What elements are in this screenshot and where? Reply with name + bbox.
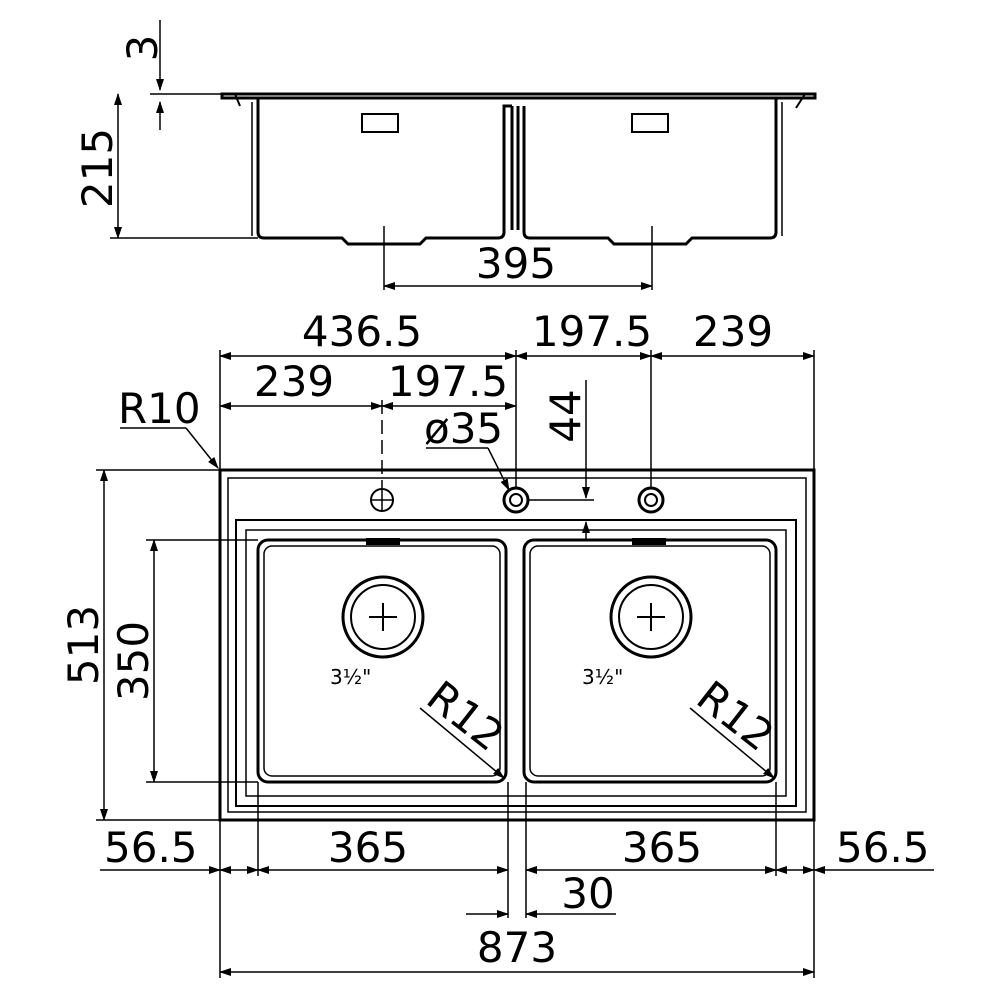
left-bowl-section [256,98,512,246]
deck-rim [220,92,817,100]
dim-mid-tap-pitch: 197.5 [388,357,508,406]
right-waste [609,575,693,659]
dim-lip-thickness: 3 [118,35,167,62]
right-overflow [632,538,666,545]
dim-bowl-radius-right: R12 [688,671,783,760]
dim-overall-width: 873 [477,923,557,972]
dim-right-tap-offset: 239 [693,307,773,356]
dim-divider-width: 30 [561,869,614,918]
plan-view: 3½" 3½" [218,468,816,918]
divider-section [510,106,520,230]
plan-dimensions: 436.5 197.5 239 239 197.5 R10 ø35 44 513… [59,307,934,978]
left-overflow-slot [361,113,399,133]
left-waste-size: 3½" [330,665,371,689]
left-waste [341,575,425,659]
dim-tap-pitch-top: 197.5 [532,307,652,356]
right-waste-size: 3½" [582,665,623,689]
right-overflow-slot [631,113,669,133]
section-view: 3 215 395 [73,20,817,290]
right-bowl-section [522,98,778,246]
left-overflow [366,538,400,545]
dim-left-bowl-width: 365 [328,823,408,872]
dim-left-tap-pitch: 239 [254,357,334,406]
dim-tap-to-bowl: 44 [541,389,590,442]
outer-deck [218,468,816,822]
tap-hole-right [637,486,665,514]
dim-bowl-depth-plan: 350 [109,621,158,701]
inner-recess [235,519,797,807]
dim-corner-radius-outer: R10 [118,384,201,433]
dim-drain-spacing: 395 [476,239,556,288]
tap-hole-left [370,488,394,512]
tap-hole-center [502,486,530,514]
dim-right-bowl-width: 365 [622,823,702,872]
dim-tap-hole-diameter: ø35 [424,404,503,453]
dim-left-margin: 56.5 [104,823,198,872]
dim-left-tap-offset: 436.5 [302,307,422,356]
dim-bowl-depth: 215 [73,128,122,208]
dim-overall-depth: 513 [59,605,108,685]
rim-clips [234,93,806,109]
dim-bowl-radius-left: R12 [418,671,513,760]
dim-right-margin: 56.5 [836,823,930,872]
